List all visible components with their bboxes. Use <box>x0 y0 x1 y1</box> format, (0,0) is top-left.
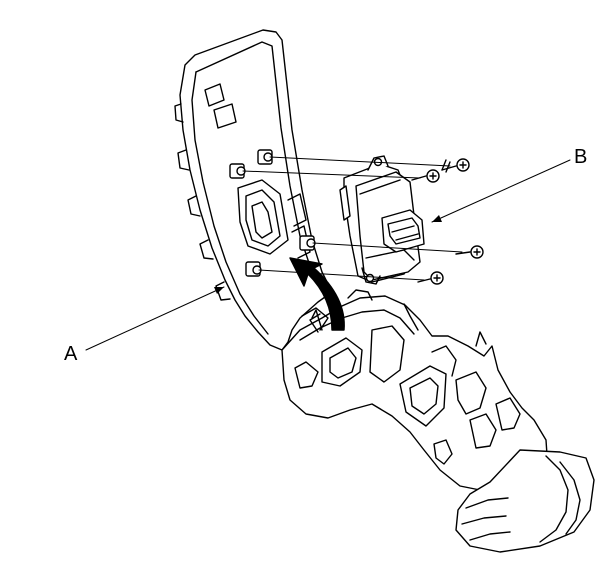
callout-label-b: B <box>574 146 588 168</box>
leader-line-b <box>431 159 571 223</box>
leader-arrowhead-b <box>432 215 442 222</box>
callout-label-a: A <box>64 343 78 365</box>
install-arrow <box>289 257 345 333</box>
leader-arrowhead-a <box>214 287 224 294</box>
switch-assembly-b <box>339 155 425 285</box>
air-duct <box>455 449 595 553</box>
screw-3 <box>455 245 484 259</box>
leader-line-a <box>85 286 225 351</box>
alignment-lines <box>242 156 463 281</box>
panel-boss-4 <box>245 261 262 277</box>
screw-4 <box>417 271 444 285</box>
trim-panel-a <box>174 29 333 351</box>
panel-boss-3 <box>299 235 316 251</box>
lower-frame <box>281 289 549 491</box>
screw-1 <box>441 158 470 173</box>
screw-2 <box>411 169 440 183</box>
